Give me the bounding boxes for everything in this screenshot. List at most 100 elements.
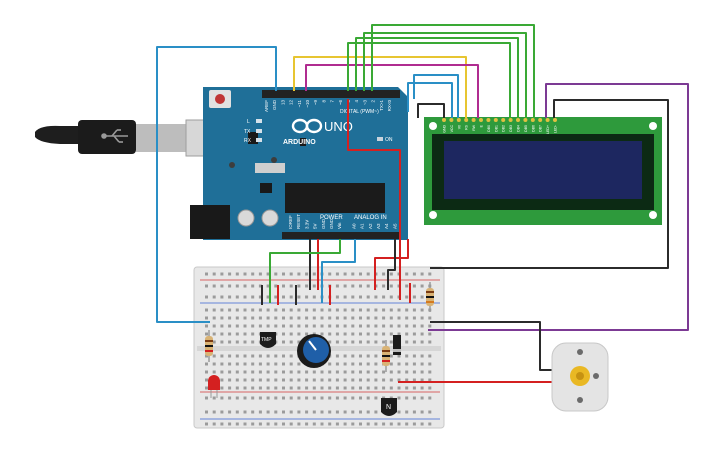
bottom-pin-label: A5 [392, 223, 397, 229]
lcd-pin[interactable] [530, 118, 535, 122]
bottom-pin-label: 5V [313, 223, 318, 229]
wire-blue-lcd[interactable] [413, 74, 459, 118]
lcd-pin[interactable] [449, 118, 454, 122]
lcd-pin-label: DB1 [494, 125, 498, 132]
breadboard-jumpers [261, 283, 411, 305]
bottom-pin-label: IOREF [288, 215, 293, 229]
analog-label: ANALOG IN [354, 215, 387, 221]
lcd-pin-label: DB4 [517, 125, 521, 132]
wire-black-analog[interactable] [387, 239, 396, 290]
top-pin-label: ~3 [362, 100, 367, 106]
lcd-pin[interactable] [538, 118, 543, 122]
top-pin-label: 13 [280, 100, 285, 106]
wires [156, 24, 689, 383]
bottom-pin-label: A2 [368, 223, 373, 229]
lcd-pin-label: RW [472, 124, 476, 130]
wire-green-4[interactable] [371, 24, 535, 118]
top-pin-label: 4 [354, 100, 359, 103]
wire-purple[interactable] [428, 83, 689, 331]
power-analog-header [282, 232, 400, 239]
wire-blue-left[interactable] [156, 46, 277, 323]
atmega-chip [285, 183, 385, 213]
top-pin-label: AREF [264, 100, 269, 112]
lcd-pin-label: DB3 [509, 125, 513, 132]
arduino-uno-board: ARDUINO UNO DIGITAL (PWM~) POWER ANALOG … [190, 87, 408, 240]
bottom-pin-label: GND [321, 218, 326, 229]
lcd-pin[interactable] [501, 118, 506, 122]
lcd-pin-label: DB5 [524, 125, 528, 132]
lcd-pin[interactable] [516, 118, 520, 122]
lcd-pin-label: E [480, 124, 484, 127]
led-label-rx: RX [244, 138, 252, 144]
wire-green-1[interactable] [347, 42, 511, 118]
lcd-pin-label: DB2 [502, 125, 506, 132]
digital-label: DIGITAL (PWM~) [340, 109, 379, 115]
wire-red-pin[interactable] [347, 99, 401, 300]
lcd-pin-label: DB7 [539, 125, 543, 132]
resistor-transistor[interactable] [382, 340, 390, 372]
bottom-pin-label: A3 [376, 223, 381, 229]
power-label: POWER [320, 215, 343, 221]
lcd-pin[interactable] [464, 118, 469, 122]
resistor-right[interactable] [426, 282, 434, 312]
lcd-pin-label: VCC [450, 125, 454, 133]
wire-blue-analog[interactable] [321, 239, 356, 303]
temperature-sensor[interactable]: TMP [260, 332, 276, 348]
wire-black-lcd-1[interactable] [417, 103, 445, 118]
bottom-pin-label: A0 [351, 223, 356, 229]
sensor-label: TMP [261, 337, 272, 343]
bottom-pin-label: GND [329, 218, 334, 229]
bottom-pin-label: RESET [296, 214, 301, 229]
lcd-pin-label: V0 [457, 125, 461, 129]
lcd-screen [444, 141, 642, 199]
on-label: ON [385, 137, 393, 143]
lcd-pin-label: RS [465, 124, 469, 130]
wire-yellow[interactable] [293, 56, 467, 118]
wire-green-3[interactable] [363, 32, 527, 118]
diode[interactable] [393, 335, 401, 355]
digital-header [262, 90, 400, 98]
bottom-pin-label: Vin [337, 222, 342, 229]
top-pin-label: ~11 [297, 100, 302, 108]
usb-icon [101, 129, 128, 143]
potentiometer[interactable] [297, 334, 331, 368]
lcd-pin-label: LED+ [546, 125, 550, 134]
lcd-pin[interactable] [456, 118, 461, 122]
wire-blue-lcd-2[interactable] [407, 82, 453, 118]
wire-red-analog[interactable] [374, 239, 409, 290]
lcd-pin[interactable] [471, 118, 476, 122]
wire-green-analog[interactable] [269, 239, 341, 303]
top-pin-label: 7 [330, 100, 335, 103]
lcd-pin[interactable] [508, 118, 513, 122]
top-pin-label: ~6 [338, 100, 343, 106]
dc-motor[interactable] [551, 342, 609, 412]
top-pin-label: GND [272, 99, 277, 110]
lcd-pin[interactable] [486, 118, 491, 122]
resistor-left[interactable] [205, 330, 213, 362]
lcd-pin[interactable] [479, 118, 483, 122]
lcd-pin[interactable] [442, 118, 446, 122]
npn-transistor[interactable]: N [381, 398, 397, 416]
top-pin-label: 2 [371, 100, 376, 103]
wire-magenta[interactable] [305, 64, 479, 118]
top-pin-label: 12 [289, 100, 294, 106]
lcd-pin[interactable] [523, 118, 528, 122]
lcd-pin-label: LED- [554, 124, 558, 133]
lcd-pin[interactable] [545, 118, 550, 122]
lcd-pin[interactable] [553, 118, 557, 122]
led-label-tx: TX [244, 129, 251, 135]
breadboard-holes [205, 272, 432, 426]
red-led[interactable] [208, 375, 220, 398]
lcd-pin[interactable] [493, 118, 498, 122]
brand-label: ARDUINO [283, 139, 316, 146]
wire-black-lcd-2[interactable] [430, 99, 669, 269]
top-pin-label: RX<0 [387, 100, 392, 112]
wire-green-2[interactable] [355, 37, 519, 118]
lcd-pin-label: GND [443, 125, 447, 133]
wire-black-motor[interactable] [430, 321, 552, 371]
model-label: UNO [324, 119, 353, 134]
top-pin-label: 8 [321, 100, 326, 103]
